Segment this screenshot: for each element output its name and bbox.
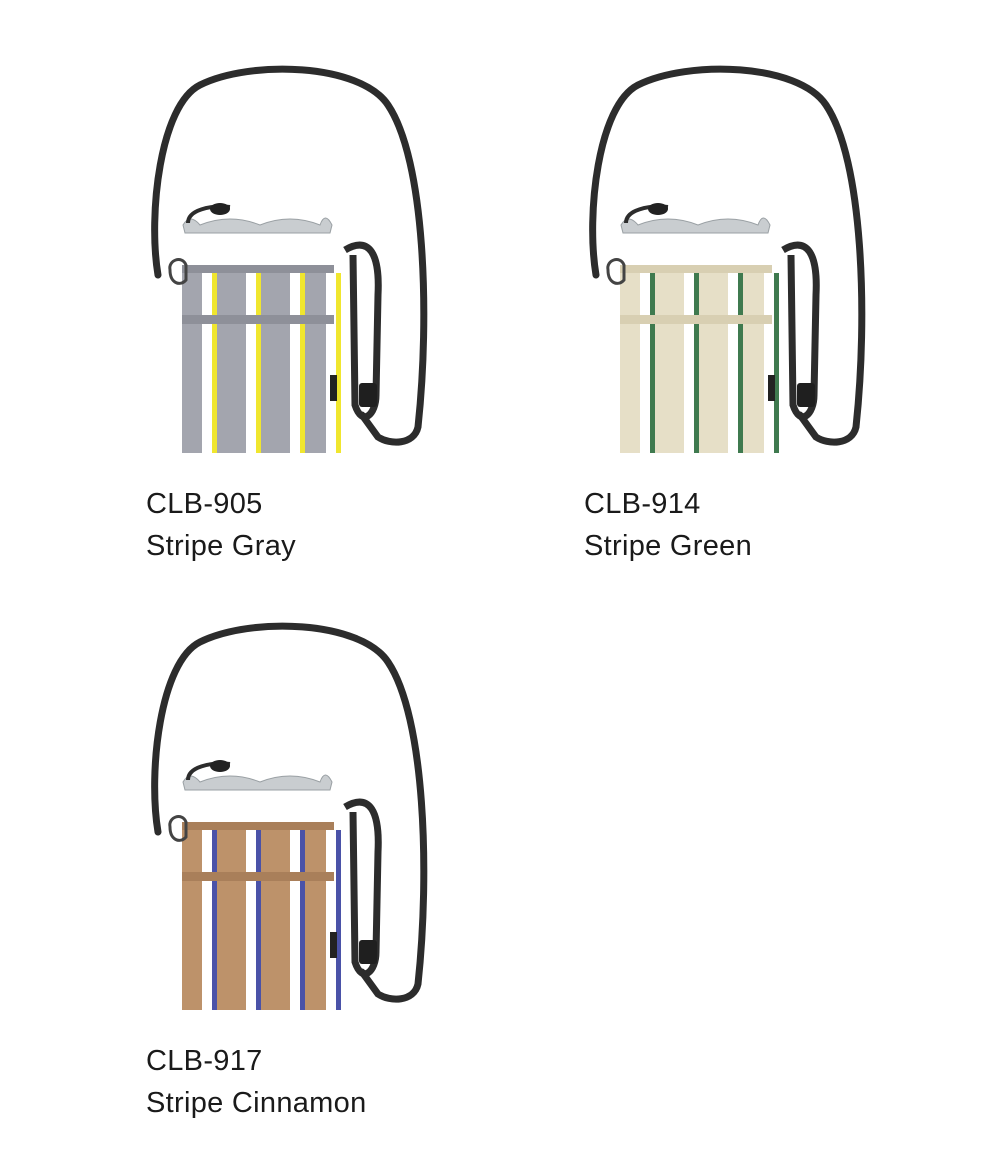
pocket-band: [182, 872, 334, 881]
pocket-band: [182, 315, 334, 324]
stripe-color: [738, 273, 743, 453]
top-band: [182, 265, 334, 273]
product-card: CLB-914 Stripe Green: [578, 65, 878, 565]
stripe-color: [650, 273, 655, 453]
product-name: Stripe Gray: [146, 530, 296, 562]
strap-adjuster: [359, 383, 377, 407]
stripe-white: [728, 273, 738, 453]
stripe-white: [290, 830, 300, 1010]
strap-adjuster: [359, 940, 377, 964]
strap: [151, 622, 428, 1003]
stripe-white: [684, 273, 694, 453]
strap: [343, 798, 382, 978]
brand-tag: [330, 932, 337, 958]
stripe-color: [336, 830, 341, 1010]
pouch-top: [620, 217, 771, 234]
product-name: Stripe Cinnamon: [146, 1087, 367, 1119]
stripe-white: [326, 830, 336, 1010]
stripe-color: [694, 273, 699, 453]
cord-toggle: [648, 203, 668, 215]
stripe-white: [202, 273, 212, 453]
product-card: CLB-905 Stripe Gray: [140, 65, 440, 565]
strap: [781, 241, 820, 421]
stripe-color: [300, 273, 305, 453]
pouch-top: [182, 774, 333, 791]
stripe-white: [202, 830, 212, 1010]
product-code: CLB-914: [584, 488, 701, 520]
product-code: CLB-905: [146, 488, 263, 520]
cord-toggle: [210, 760, 230, 772]
clip: [168, 258, 188, 285]
brand-tag: [768, 375, 775, 401]
stripe-white: [326, 273, 336, 453]
clip: [606, 258, 626, 285]
stripe-white: [246, 830, 256, 1010]
bag-image: [151, 622, 428, 1010]
stripe-white: [246, 273, 256, 453]
cord-toggle: [210, 203, 230, 215]
pouch-top: [182, 217, 333, 234]
product-name: Stripe Green: [584, 530, 753, 562]
strap: [343, 241, 382, 421]
top-band: [620, 265, 772, 273]
product-caption: CLB-914 Stripe Green: [584, 483, 752, 567]
product-caption: CLB-905 Stripe Gray: [146, 483, 296, 567]
brand-tag: [330, 375, 337, 401]
stripe-color: [256, 830, 261, 1010]
stripe-color: [774, 273, 779, 453]
stripe-white: [640, 273, 650, 453]
strap: [589, 65, 866, 446]
product-code: CLB-917: [146, 1045, 263, 1077]
product-caption: CLB-917 Stripe Cinnamon: [146, 1040, 367, 1124]
stripe-color: [336, 273, 341, 453]
stripe-color: [256, 273, 261, 453]
stripe-white: [290, 273, 300, 453]
strap-adjuster: [797, 383, 815, 407]
clip: [168, 815, 188, 842]
stripe-white: [764, 273, 774, 453]
bag-image: [589, 65, 866, 453]
stripe-color: [212, 830, 217, 1010]
strap: [151, 65, 428, 446]
stripe-color: [300, 830, 305, 1010]
bag-image: [151, 65, 428, 453]
top-band: [182, 822, 334, 830]
stripe-color: [212, 273, 217, 453]
pocket-band: [620, 315, 772, 324]
product-card: CLB-917 Stripe Cinnamon: [140, 622, 440, 1122]
